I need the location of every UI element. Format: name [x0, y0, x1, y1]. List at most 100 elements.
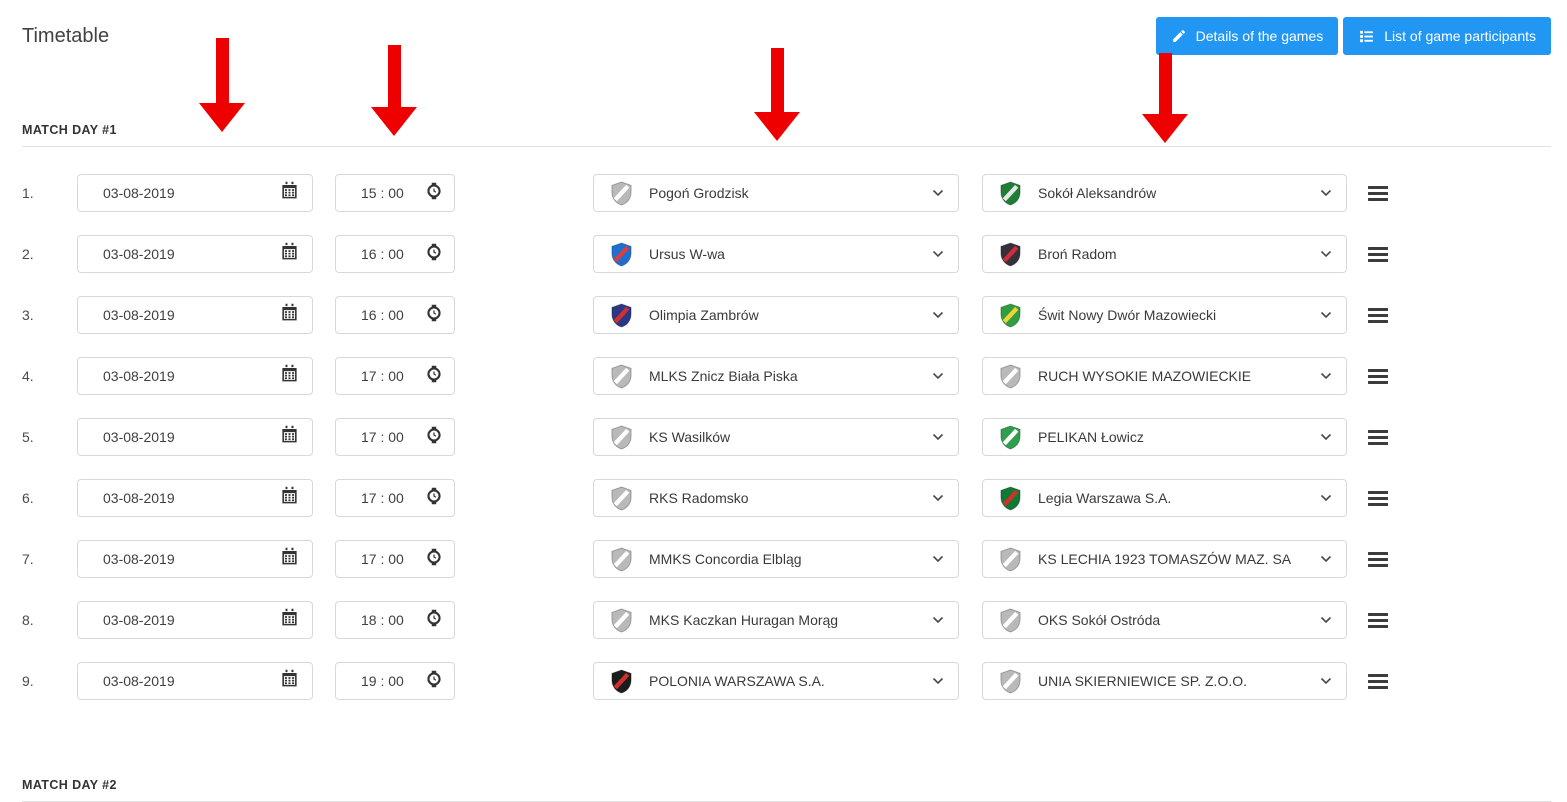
away-team-crest-icon — [999, 607, 1022, 633]
away-team-select[interactable]: Sokół Aleksandrów — [982, 174, 1347, 212]
date-input[interactable]: 03-08-2019 — [77, 418, 313, 456]
home-team-select[interactable]: MMKS Concordia Elbląg — [593, 540, 959, 578]
date-input[interactable]: 03-08-2019 — [77, 479, 313, 517]
away-team-select[interactable]: PELIKAN Łowicz — [982, 418, 1347, 456]
home-team-name: RKS Radomsko — [649, 490, 749, 506]
date-input[interactable]: 03-08-2019 — [77, 357, 313, 395]
clock-icon[interactable] — [425, 243, 443, 266]
away-team-name: Broń Radom — [1038, 246, 1117, 262]
home-team-select[interactable]: Olimpia Zambrów — [593, 296, 959, 334]
match-row: 6. 03-08-2019 17 : 00 RKS Radomsko — [0, 479, 1567, 517]
drag-handle-icon[interactable] — [1368, 612, 1388, 628]
home-team-select[interactable]: MLKS Znicz Biała Piska — [593, 357, 959, 395]
clock-icon[interactable] — [425, 487, 443, 510]
away-team-select[interactable]: Broń Radom — [982, 235, 1347, 273]
calendar-icon[interactable] — [280, 608, 299, 632]
clock-icon[interactable] — [425, 304, 443, 327]
row-number: 1. — [22, 185, 34, 201]
drag-handle-icon[interactable] — [1368, 673, 1388, 689]
date-value: 03-08-2019 — [103, 246, 175, 262]
drag-handle-icon[interactable] — [1368, 246, 1388, 262]
away-team-select[interactable]: UNIA SKIERNIEWICE SP. Z.O.O. — [982, 662, 1347, 700]
time-input[interactable]: 19 : 00 — [335, 662, 455, 700]
chevron-down-icon — [1320, 372, 1332, 380]
date-input[interactable]: 03-08-2019 — [77, 174, 313, 212]
home-team-select[interactable]: MKS Kaczkan Huragan Morąg — [593, 601, 959, 639]
away-team-select[interactable]: OKS Sokół Ostróda — [982, 601, 1347, 639]
calendar-icon[interactable] — [280, 364, 299, 388]
row-number: 4. — [22, 368, 34, 384]
home-team-name: POLONIA WARSZAWA S.A. — [649, 673, 825, 689]
calendar-icon[interactable] — [280, 547, 299, 571]
clock-icon[interactable] — [425, 670, 443, 693]
clock-icon[interactable] — [425, 548, 443, 571]
match-row: 2. 03-08-2019 16 : 00 Ursus W-wa — [0, 235, 1567, 273]
away-team-name: OKS Sokół Ostróda — [1038, 612, 1161, 628]
home-team-select[interactable]: Pogoń Grodzisk — [593, 174, 959, 212]
chevron-down-icon — [932, 372, 944, 380]
time-input[interactable]: 16 : 00 — [335, 235, 455, 273]
time-value: 17 : 00 — [361, 551, 404, 567]
away-team-name: Legia Warszawa S.A. — [1038, 490, 1172, 506]
list-of-participants-button[interactable]: List of game participants — [1343, 17, 1551, 55]
clock-icon[interactable] — [425, 182, 443, 205]
chevron-down-icon — [1320, 189, 1332, 197]
calendar-icon[interactable] — [280, 181, 299, 205]
home-team-crest-icon — [610, 363, 633, 389]
home-team-crest-icon — [610, 241, 633, 267]
details-of-games-button[interactable]: Details of the games — [1155, 17, 1339, 55]
home-team-select[interactable]: POLONIA WARSZAWA S.A. — [593, 662, 959, 700]
home-team-crest-icon — [610, 302, 633, 328]
date-value: 03-08-2019 — [103, 551, 175, 567]
time-input[interactable]: 17 : 00 — [335, 479, 455, 517]
home-team-crest-icon — [610, 180, 633, 206]
chevron-down-icon — [1320, 555, 1332, 563]
drag-handle-icon[interactable] — [1368, 551, 1388, 567]
time-input[interactable]: 16 : 00 — [335, 296, 455, 334]
chevron-down-icon — [932, 616, 944, 624]
chevron-down-icon — [932, 189, 944, 197]
clock-icon[interactable] — [425, 365, 443, 388]
home-team-name: Pogoń Grodzisk — [649, 185, 749, 201]
calendar-icon[interactable] — [280, 425, 299, 449]
date-value: 03-08-2019 — [103, 673, 175, 689]
away-team-select[interactable]: KS LECHIA 1923 TOMASZÓW MAZ. SA — [982, 540, 1347, 578]
time-input[interactable]: 18 : 00 — [335, 601, 455, 639]
row-number: 9. — [22, 673, 34, 689]
clock-icon[interactable] — [425, 426, 443, 449]
calendar-icon[interactable] — [280, 303, 299, 327]
date-input[interactable]: 03-08-2019 — [77, 540, 313, 578]
calendar-icon[interactable] — [280, 242, 299, 266]
time-input[interactable]: 17 : 00 — [335, 418, 455, 456]
match-rows: 1. 03-08-2019 15 : 00 Pogoń Grodzisk — [0, 174, 1567, 700]
home-team-select[interactable]: KS Wasilków — [593, 418, 959, 456]
date-value: 03-08-2019 — [103, 307, 175, 323]
date-input[interactable]: 03-08-2019 — [77, 296, 313, 334]
drag-handle-icon[interactable] — [1368, 185, 1388, 201]
time-input[interactable]: 17 : 00 — [335, 357, 455, 395]
home-team-select[interactable]: Ursus W-wa — [593, 235, 959, 273]
away-team-select[interactable]: Legia Warszawa S.A. — [982, 479, 1347, 517]
home-team-select[interactable]: RKS Radomsko — [593, 479, 959, 517]
home-team-crest-icon — [610, 485, 633, 511]
date-input[interactable]: 03-08-2019 — [77, 235, 313, 273]
away-team-select[interactable]: RUCH WYSOKIE MAZOWIECKIE — [982, 357, 1347, 395]
drag-handle-icon[interactable] — [1368, 490, 1388, 506]
away-team-select[interactable]: Świt Nowy Dwór Mazowiecki — [982, 296, 1347, 334]
time-input[interactable]: 17 : 00 — [335, 540, 455, 578]
calendar-icon[interactable] — [280, 486, 299, 510]
time-input[interactable]: 15 : 00 — [335, 174, 455, 212]
away-team-crest-icon — [999, 668, 1022, 694]
red-down-arrow — [1142, 53, 1188, 143]
drag-handle-icon[interactable] — [1368, 307, 1388, 323]
row-number: 7. — [22, 551, 34, 567]
calendar-icon[interactable] — [280, 669, 299, 693]
match-row: 4. 03-08-2019 17 : 00 MLKS Znicz Biała P… — [0, 357, 1567, 395]
drag-handle-icon[interactable] — [1368, 429, 1388, 445]
match-row: 5. 03-08-2019 17 : 00 KS Wasilków — [0, 418, 1567, 456]
clock-icon[interactable] — [425, 609, 443, 632]
drag-handle-icon[interactable] — [1368, 368, 1388, 384]
date-input[interactable]: 03-08-2019 — [77, 662, 313, 700]
date-input[interactable]: 03-08-2019 — [77, 601, 313, 639]
chevron-down-icon — [932, 677, 944, 685]
